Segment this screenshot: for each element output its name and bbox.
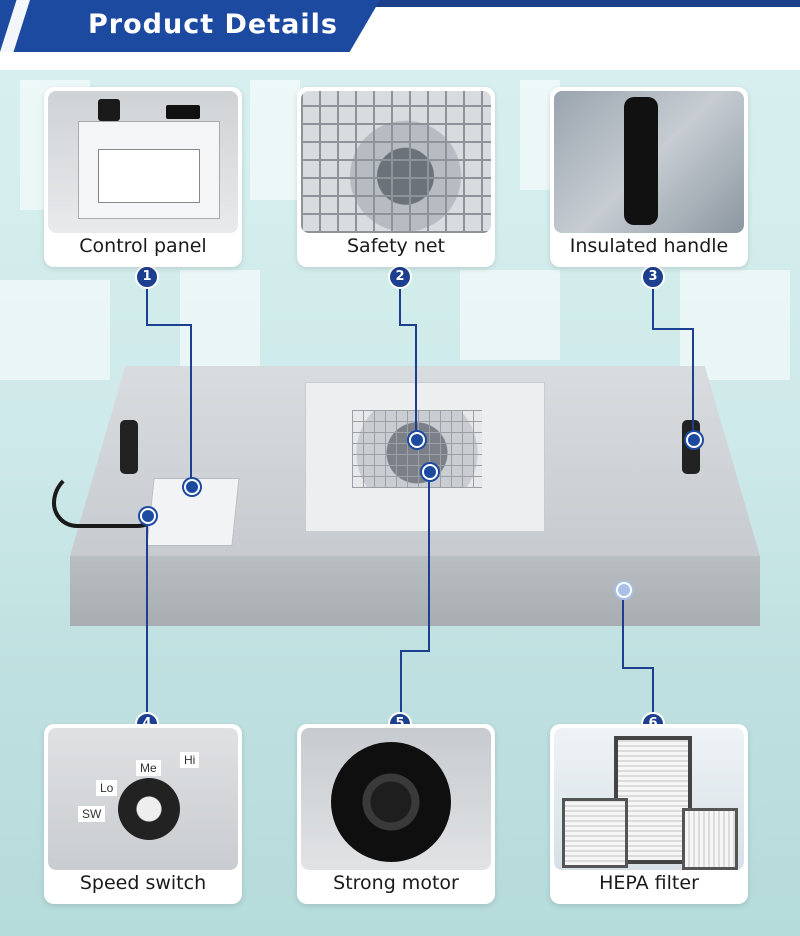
connector-line-5 xyxy=(428,472,430,650)
fan-grille xyxy=(352,410,482,488)
connector-line-2 xyxy=(415,324,417,438)
warning-label xyxy=(98,149,200,203)
control-panel-photo xyxy=(48,91,238,233)
connector-line-6 xyxy=(622,667,654,669)
header-banner: Product Details xyxy=(0,0,800,52)
speed-tag-sw: SW xyxy=(78,806,106,822)
safety-net-photo xyxy=(301,91,491,233)
badge-number-1: 1 xyxy=(135,265,159,289)
feature-label: Insulated handle xyxy=(569,235,729,257)
window-pane xyxy=(250,80,300,200)
hepa-filter-photo xyxy=(554,728,744,870)
connector-line-6 xyxy=(652,667,654,715)
hotspot-speed-switch[interactable] xyxy=(140,508,156,524)
connector-line-2 xyxy=(399,285,401,325)
speed-tag-lo: Lo xyxy=(96,780,118,796)
feature-label: Strong motor xyxy=(333,872,459,894)
insulated-handle-photo xyxy=(554,91,744,233)
feature-label: Control panel xyxy=(79,235,207,257)
power-cord xyxy=(52,470,170,528)
connector-line-5 xyxy=(400,650,402,714)
badge-number-2: 2 xyxy=(388,265,412,289)
feature-card-control-panel: Control panel xyxy=(44,87,242,267)
hotspot-insulated-handle[interactable] xyxy=(686,432,702,448)
feature-card-speed-switch: SW Lo Me Hi Speed switch xyxy=(44,724,242,904)
hepa-filter-panel xyxy=(562,798,628,868)
connector-line-1 xyxy=(190,324,192,484)
banner-tab xyxy=(0,0,380,52)
speed-tag-hi: Hi xyxy=(180,752,200,768)
connector-line-1 xyxy=(146,285,148,325)
speed-switch-photo: SW Lo Me Hi xyxy=(48,728,238,870)
feature-label: Speed switch xyxy=(79,872,207,894)
connector-line-3 xyxy=(652,328,694,330)
connector-line-5 xyxy=(400,650,430,652)
badge-number-3: 3 xyxy=(641,265,665,289)
socket xyxy=(166,105,200,119)
hotspot-strong-motor[interactable] xyxy=(422,464,438,480)
feature-card-strong-motor: Strong motor xyxy=(297,724,495,904)
feature-card-hepa-filter: HEPA filter xyxy=(550,724,748,904)
window-pane xyxy=(180,270,260,370)
connector-line-1 xyxy=(146,324,192,326)
banner-top-bar xyxy=(0,0,800,7)
safety-net-mesh xyxy=(301,91,491,233)
hotspot-safety-net[interactable] xyxy=(409,432,425,448)
window-pane xyxy=(680,270,790,380)
speed-tag-me: Me xyxy=(136,760,161,776)
window-pane xyxy=(460,270,560,360)
hotspot-hepa-filter[interactable] xyxy=(616,582,632,598)
connector-line-2 xyxy=(399,324,417,326)
connector-line-6 xyxy=(622,590,624,668)
feature-card-safety-net: Safety net xyxy=(297,87,495,267)
window-pane xyxy=(0,280,110,380)
strong-motor-photo xyxy=(301,728,491,870)
feature-label: HEPA filter xyxy=(599,872,699,894)
hepa-filter-panel xyxy=(682,808,738,870)
speed-knob xyxy=(118,778,180,840)
connector-line-3 xyxy=(652,285,654,329)
feature-label: Safety net xyxy=(347,235,445,257)
control-knob xyxy=(98,99,120,121)
connector-line-3 xyxy=(692,328,694,438)
fan-filter-unit-front xyxy=(70,556,760,626)
connector-line-4 xyxy=(146,514,148,714)
handle-bar xyxy=(624,97,658,225)
feature-card-insulated-handle: Insulated handle xyxy=(550,87,748,267)
motor xyxy=(331,742,451,862)
page-title: Product Details xyxy=(88,9,338,40)
left-handle xyxy=(120,420,138,474)
hotspot-control-panel[interactable] xyxy=(184,479,200,495)
